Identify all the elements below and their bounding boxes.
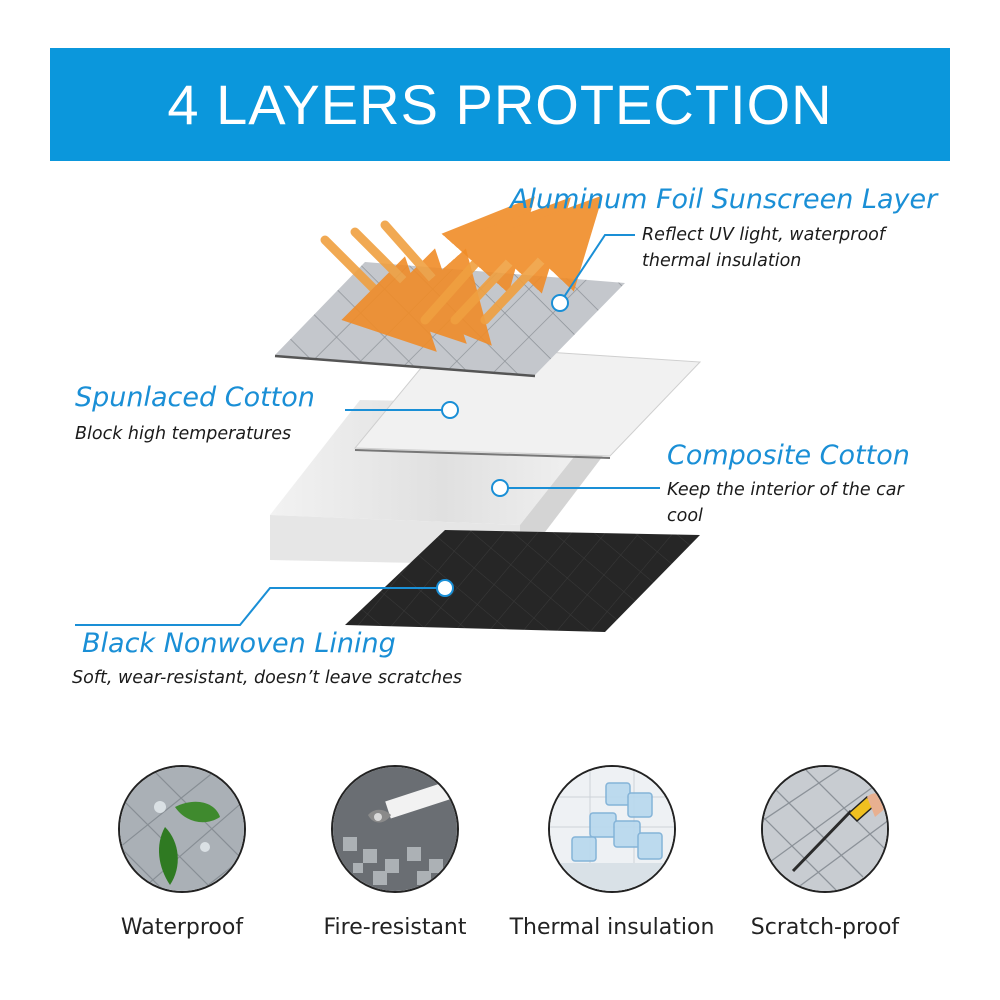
layer-composite-label: Composite Cotton: [667, 440, 910, 471]
leaf-icon: [118, 765, 246, 893]
feature-label: Fire-resistant: [323, 915, 467, 940]
layer-foil-desc: Reflect UV light, waterproof thermal ins…: [642, 225, 886, 271]
spunlaced-marker: [441, 401, 459, 419]
feature-thermal-insulation: Thermal insulation: [510, 765, 714, 985]
page-title: 4 LAYERS PROTECTION: [167, 73, 833, 136]
ice-cubes-icon: [548, 765, 676, 893]
feature-label: Thermal insulation: [509, 915, 715, 940]
feature-scratch-proof: Scratch-proof: [735, 765, 915, 985]
lining-marker: [436, 579, 454, 597]
spunlaced-cotton-layer: [353, 344, 702, 459]
foil-leader-line: [559, 234, 635, 304]
layer-spunlaced-label: Spunlaced Cotton: [75, 382, 315, 413]
black-lining-layer: [345, 530, 700, 632]
layer-lining-label: Black Nonwoven Lining: [82, 628, 396, 659]
layer-composite-desc: Keep the interior of the car cool: [667, 480, 904, 526]
lining-leader-line: [75, 587, 445, 626]
title-banner: 4 LAYERS PROTECTION: [50, 48, 950, 161]
composite-marker: [491, 479, 509, 497]
feature-fire-resistant: Fire-resistant: [305, 765, 485, 985]
cigarette-icon: [331, 765, 459, 893]
layer-spunlaced-desc: Block high temperatures: [75, 424, 292, 444]
layers-illustration: [75, 195, 702, 632]
feature-waterproof: Waterproof: [92, 765, 272, 985]
layer-lining-desc: Soft, wear-resistant, doesn’t leave scra…: [72, 668, 462, 688]
knife-icon: [761, 765, 889, 893]
foil-marker: [551, 294, 569, 312]
feature-label: Scratch-proof: [750, 915, 900, 940]
layer-foil-label: Aluminum Foil Sunscreen Layer: [510, 184, 938, 215]
feature-label: Waterproof: [120, 915, 244, 940]
reflected-heat-arrows: [420, 195, 603, 325]
